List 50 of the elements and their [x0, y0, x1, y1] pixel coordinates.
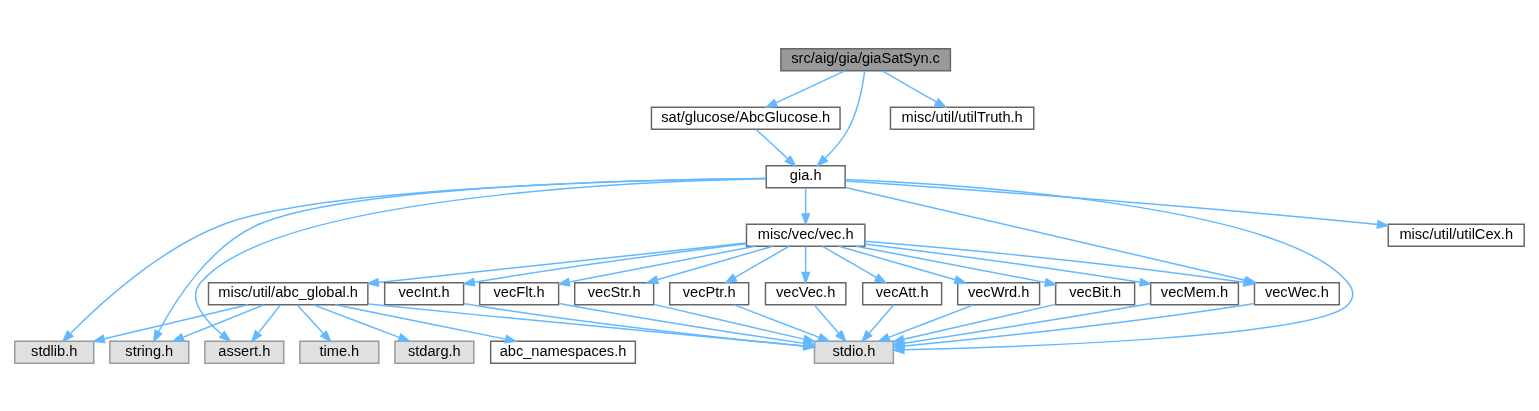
node-box: vecWrd.h: [957, 281, 1041, 305]
node-box: src/aig/gia/giaSatSyn.c: [780, 47, 952, 71]
arrow: [801, 245, 811, 285]
arrow: [764, 69, 846, 108]
node-box: vecMem.h: [1149, 281, 1240, 305]
arrow: [171, 303, 265, 342]
arrow: [334, 303, 519, 344]
node-box: misc/util/utilCex.h: [1387, 223, 1525, 247]
node-box: misc/vec/vec.h: [745, 223, 866, 247]
arrow: [881, 69, 948, 108]
arrow: [312, 303, 412, 342]
node-box: stdarg.h: [394, 340, 475, 364]
arrow: [838, 245, 968, 284]
arrow: [645, 245, 774, 284]
arrow: [723, 245, 790, 284]
arrow: [296, 303, 333, 343]
arrow: [733, 303, 832, 342]
arrow: [801, 186, 811, 226]
arrow: [855, 245, 1058, 287]
arrow: [845, 179, 1391, 229]
arrow: [365, 241, 747, 287]
arrow: [250, 303, 282, 343]
arrow: [755, 128, 797, 167]
node-box: sat/glucose/AbcGlucose.h: [650, 106, 841, 130]
node-box: vecBit.h: [1054, 281, 1136, 305]
node-box: string.h: [109, 340, 190, 364]
arrow: [556, 245, 756, 287]
arrow: [815, 69, 866, 167]
node-box: gia.h: [765, 164, 846, 188]
arrow: [653, 303, 817, 344]
node-box: misc/util/utilTruth.h: [889, 106, 1035, 130]
node-box: vecPtr.h: [669, 281, 750, 305]
node-box: vecAtt.h: [861, 281, 943, 305]
node-box: abc_namespaces.h: [489, 340, 637, 364]
arrow: [813, 303, 848, 343]
arrow: [860, 303, 895, 343]
arrow: [864, 242, 1153, 287]
node-box: stdlib.h: [14, 340, 95, 364]
node-box: vecStr.h: [573, 281, 655, 305]
node-box: vecFlt.h: [478, 281, 560, 305]
arrow: [461, 242, 747, 287]
arrow: [91, 303, 249, 343]
node-box: stdio.h: [813, 340, 895, 364]
node-box: vecVec.h: [764, 281, 847, 305]
arrow: [821, 245, 888, 284]
node-box: misc/util/abc_global.h: [207, 281, 369, 305]
node-box: vecInt.h: [383, 281, 465, 305]
node-box: time.h: [299, 340, 380, 364]
node-box: vecWec.h: [1253, 281, 1340, 305]
node-box: assert.h: [204, 340, 285, 364]
